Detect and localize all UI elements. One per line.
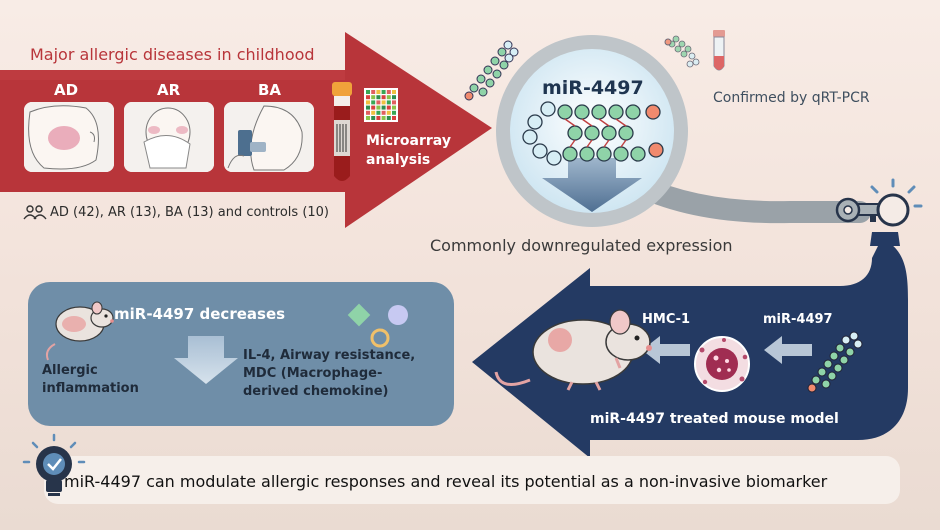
microarray-spot bbox=[381, 95, 386, 100]
test-tube-icon bbox=[713, 30, 725, 71]
markers-line2: MDC (Macrophage- bbox=[243, 366, 383, 381]
markers-line3: derived chemokine) bbox=[243, 384, 389, 399]
microarray-spot bbox=[371, 95, 376, 100]
microarray-spot bbox=[381, 105, 386, 110]
decrease-panel bbox=[28, 282, 454, 426]
markers-line1: IL-4, Airway resistance, bbox=[243, 348, 416, 363]
ar-image bbox=[124, 102, 214, 172]
ring-icon bbox=[370, 328, 390, 348]
down-arrow-icon bbox=[174, 336, 238, 384]
mirna-treatment-icon bbox=[807, 331, 863, 393]
mirna-treatment-label: miR-4497 bbox=[763, 312, 833, 327]
microarray-spot bbox=[386, 100, 391, 105]
blood-tube-icon bbox=[332, 82, 352, 181]
microarray-spot bbox=[366, 95, 370, 100]
cohort-text: AD (42), AR (13), BA (13) and controls (… bbox=[50, 205, 329, 220]
microarray-spot bbox=[392, 105, 396, 110]
key-icon bbox=[835, 178, 923, 227]
microarray-spot bbox=[392, 100, 396, 105]
microarray-icon bbox=[364, 88, 398, 122]
conclusion-text: miR-4497 can modulate allergic responses… bbox=[64, 472, 828, 491]
microarray-spot bbox=[386, 90, 391, 94]
lilac-circle-icon bbox=[388, 305, 408, 325]
microarray-spot bbox=[381, 100, 386, 105]
magnifier-handle-curve bbox=[629, 175, 871, 224]
microarray-spot bbox=[371, 105, 376, 110]
microarray-spot bbox=[366, 90, 370, 94]
microarray-spot bbox=[366, 105, 370, 110]
microarray-spot bbox=[371, 90, 376, 94]
mirna-title: miR-4497 bbox=[542, 77, 644, 99]
microarray-spot bbox=[376, 90, 381, 94]
mirna-hairpin-icon bbox=[522, 101, 664, 166]
microarray-spot bbox=[376, 105, 381, 110]
expression-text: Commonly downregulated expression bbox=[430, 236, 733, 255]
mirna-small-icon bbox=[464, 40, 519, 101]
arrow-to-mouse-icon bbox=[642, 336, 690, 364]
microarray-spot bbox=[366, 100, 370, 105]
treated-mouse-icon bbox=[494, 309, 652, 391]
microarray-spot bbox=[371, 116, 376, 120]
mast-cell-icon bbox=[694, 336, 750, 392]
microarray-spot bbox=[392, 95, 396, 100]
conclusion-bar bbox=[44, 456, 900, 504]
microarray-spot bbox=[376, 100, 381, 105]
microarray-spot bbox=[371, 100, 376, 105]
microarray-spot bbox=[381, 110, 386, 115]
microarray-spot bbox=[366, 116, 370, 120]
confirmed-text: Confirmed by qRT-PCR bbox=[713, 90, 870, 106]
microarray-spot bbox=[366, 110, 370, 115]
hmc-label: HMC-1 bbox=[642, 312, 691, 327]
allergic-label-line2: inflammation bbox=[42, 381, 139, 396]
microarray-spot bbox=[386, 110, 391, 115]
microarray-spot bbox=[386, 105, 391, 110]
lightbulb-icon bbox=[22, 433, 86, 496]
model-label: miR-4497 treated mouse model bbox=[590, 411, 839, 427]
mouse-icon bbox=[45, 301, 114, 361]
microarray-label-line1: Microarray bbox=[366, 133, 451, 149]
people-icon bbox=[23, 205, 47, 220]
microarray-spot bbox=[392, 116, 396, 120]
microarray-spot bbox=[392, 110, 396, 115]
ad-image bbox=[24, 102, 114, 172]
group-label-ad: AD bbox=[54, 81, 79, 99]
microarray-spot bbox=[386, 95, 391, 100]
child-face-icon bbox=[24, 102, 114, 172]
sneeze-icon bbox=[124, 102, 214, 172]
inhaler-icon bbox=[224, 102, 314, 172]
decrease-title: miR-4497 decreases bbox=[114, 305, 286, 323]
ba-image bbox=[224, 102, 314, 172]
top-heading: Major allergic diseases in childhood bbox=[30, 45, 315, 64]
allergic-label-line1: Allergic bbox=[42, 363, 98, 378]
group-label-ar: AR bbox=[157, 81, 181, 99]
microarray-spot bbox=[376, 95, 381, 100]
mirna-small-icon-2 bbox=[664, 35, 700, 68]
microarray-spot bbox=[381, 90, 386, 94]
microarray-spot bbox=[376, 116, 381, 120]
arrow-to-cell-icon bbox=[764, 336, 812, 364]
microarray-spot bbox=[376, 110, 381, 115]
microarray-spot bbox=[392, 90, 396, 94]
microarray-label-line2: analysis bbox=[366, 152, 431, 168]
downregulation-arrow-icon bbox=[542, 158, 642, 212]
microarray-spot bbox=[386, 116, 391, 120]
green-diamond-icon bbox=[347, 303, 371, 327]
microarray-spot bbox=[371, 110, 376, 115]
group-label-ba: BA bbox=[258, 81, 282, 99]
microarray-spot bbox=[381, 116, 386, 120]
